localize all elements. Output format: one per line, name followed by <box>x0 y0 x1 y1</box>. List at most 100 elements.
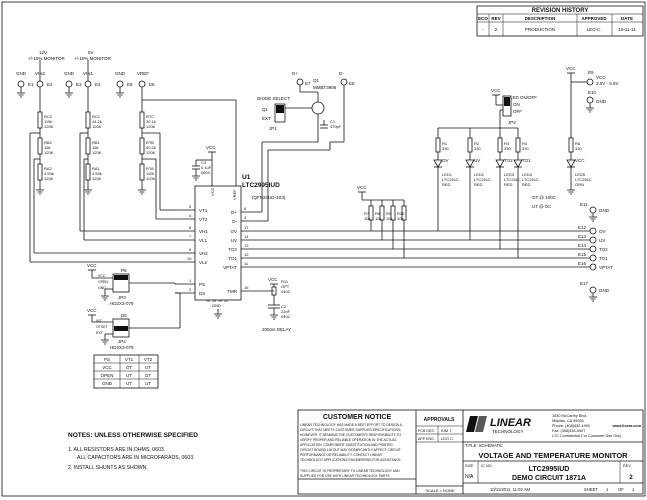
vin2-voltage-label: 5V <box>88 50 94 55</box>
led-string-1: R1 330 OV LED1 LTC261C RED <box>433 128 459 231</box>
vref-terminal-label: VREF <box>137 71 149 76</box>
pin-vl2: VL2 <box>199 260 208 265</box>
turret-e10 <box>586 96 594 104</box>
r9-value: 10k <box>386 216 392 221</box>
sheet-number: 1 <box>606 487 609 492</box>
resistor-r3 <box>497 137 503 153</box>
led1-color: RED <box>442 182 451 187</box>
jumper-jp3: VCC P5 VCC OPEN GND JP3 HD2X3-079 <box>87 263 176 306</box>
u1-vcc-pin: VCC <box>210 187 215 196</box>
divider-vref: RTC 30.1k 1206 RTB 40.2k 1206 RTA 110k 1… <box>138 87 237 220</box>
ra1-ref: RA1 <box>92 166 101 171</box>
u1-gnd-pin-19: 19 <box>218 299 222 303</box>
e1-label: E1 <box>28 82 34 87</box>
led2-ref: LED2 <box>474 172 485 177</box>
ground-symbol-u1 <box>214 313 222 319</box>
rev-label: REV. <box>623 464 632 468</box>
pin-to1: TO1 <box>228 256 237 261</box>
turret-e1 <box>17 80 25 88</box>
e7-label: E7 <box>305 81 311 86</box>
turret-e17 <box>589 286 597 294</box>
ground-symbol-ra1 <box>84 189 92 195</box>
turret-e9 <box>586 78 594 86</box>
ps-row1-ps: VCC <box>102 365 112 370</box>
output-terminals: E11 GND E12 OV E13 UV E14 TO2 E15 TO1 E1… <box>578 202 613 302</box>
led2-signal: UV <box>474 158 480 163</box>
e17-gnd-label: GND <box>599 288 610 293</box>
e13-label: E13 <box>578 234 587 239</box>
c2-size: 0402 <box>281 314 291 319</box>
pin-num-dplus: 6 <box>244 206 247 211</box>
led4-symbol <box>513 159 523 168</box>
ps-row1-vt1: OT <box>126 365 133 370</box>
rc2-value: 115k <box>44 119 52 124</box>
rc2-size: 1206 <box>44 124 54 129</box>
resistor-r4 <box>515 137 521 153</box>
diode-select-title: DIODE SELECT <box>257 96 290 101</box>
e6-label: E6 <box>149 82 155 87</box>
general-notes: NOTES: UNLESS OTHERWISE SPECIFIED 1. ALL… <box>68 432 198 471</box>
size-value: N/A <box>465 474 474 480</box>
jp3-ref: JP3 <box>118 295 126 300</box>
turret-e7 <box>296 78 304 86</box>
company-fax: Fax: (408)434-0507 <box>552 429 585 433</box>
rtb-size: 1206 <box>146 150 156 155</box>
timer-network: VCC R11 OPT 0402 C2 22nF 0402 200ms DELA… <box>262 277 291 332</box>
e13-signal-label: UV <box>599 238 605 243</box>
led-drivers: R1 330 OV LED1 LTC261C RED R2 330 UV LED… <box>433 128 557 258</box>
ps-header-vt1: VT1 <box>125 357 134 362</box>
dplus-terminal-label: D+ <box>292 71 298 76</box>
r10-ref: R10 <box>397 211 405 216</box>
r6-value: 330 <box>575 146 582 151</box>
pin-num-to2: 13 <box>244 243 249 248</box>
resistor-ra1 <box>85 163 91 181</box>
ps-row3-vt1: UT <box>126 381 132 386</box>
turret-e15 <box>589 254 597 262</box>
tmr-delay-note: 200ms DELAY <box>262 327 291 332</box>
led-jumper: VCC LED ON/OFF ON OFF JP2 <box>438 88 537 129</box>
rc1-ref: RC1 <box>92 114 101 119</box>
e5-label: E5 <box>127 82 133 87</box>
notice-line-4: VERIFY PROPER AND RELIABLE OPERATION IN … <box>300 438 397 442</box>
pin-num-tmr: 15 <box>244 285 249 290</box>
r7-value: 10k <box>364 216 370 221</box>
notice-line-1: LINEAR TECHNOLOGY HAS MADE A BEST EFFORT… <box>300 423 403 427</box>
ps-header-ps: PS <box>104 357 110 362</box>
pin-vl1: VL1 <box>199 238 208 243</box>
pin-vptat: VPTAT <box>223 265 237 270</box>
p5-opt-open: OPEN <box>98 280 108 284</box>
turret-e11 <box>589 206 597 214</box>
r1-ref: R1 <box>442 141 448 146</box>
u1-gnd-pin: GND <box>212 303 221 308</box>
confidentiality-note: LTC Confidential-For Customer Use Only <box>552 434 621 438</box>
led3-symbol <box>495 159 505 168</box>
led2-symbol <box>465 159 475 168</box>
ra1-size: 1206 <box>92 176 102 181</box>
notes-line-2: 2. INSTALL SHUNTS AS SHOWN. <box>68 465 148 471</box>
q1-ref: Q1 <box>313 78 320 83</box>
turret-e4 <box>84 80 92 88</box>
rtc-size: 1206 <box>146 124 156 129</box>
ic-u1: U1 LTC2995IUD (QFN20UD-3X3) VCC VREF VT1… <box>175 174 590 319</box>
led-string-3: R3 330 TO2 LED3 LTC261C RED <box>495 128 521 249</box>
d5-label: D5 <box>121 313 127 318</box>
jp4-shunt <box>114 326 128 331</box>
pin-num-ds: 2 <box>189 287 192 292</box>
rta-value: 110k <box>146 171 154 176</box>
rev-header-description: DESCRIPTION <box>525 16 556 21</box>
p5-label: P5 <box>121 268 127 273</box>
pin-ps: PS <box>199 282 205 287</box>
scale-label: SCALE = NONE <box>425 488 455 493</box>
e10-label: E10 <box>588 90 597 95</box>
led1-ref: LED1 <box>442 172 453 177</box>
rev-value: 2 <box>629 475 633 481</box>
ps-row2-ps: OPEN <box>101 373 114 378</box>
r9-ref: R9 <box>386 211 392 216</box>
led3-signal: TO2 <box>504 158 513 163</box>
resistor-r6 <box>568 137 574 153</box>
ground-symbol-e5 <box>116 92 124 98</box>
logo-subtitle: TECHNOLOGY <box>492 429 524 434</box>
company-phone: Phone: (408)432-1900 <box>552 424 590 428</box>
pin-vh2: VH2 <box>199 251 208 256</box>
r11-size: 0402 <box>281 289 291 294</box>
